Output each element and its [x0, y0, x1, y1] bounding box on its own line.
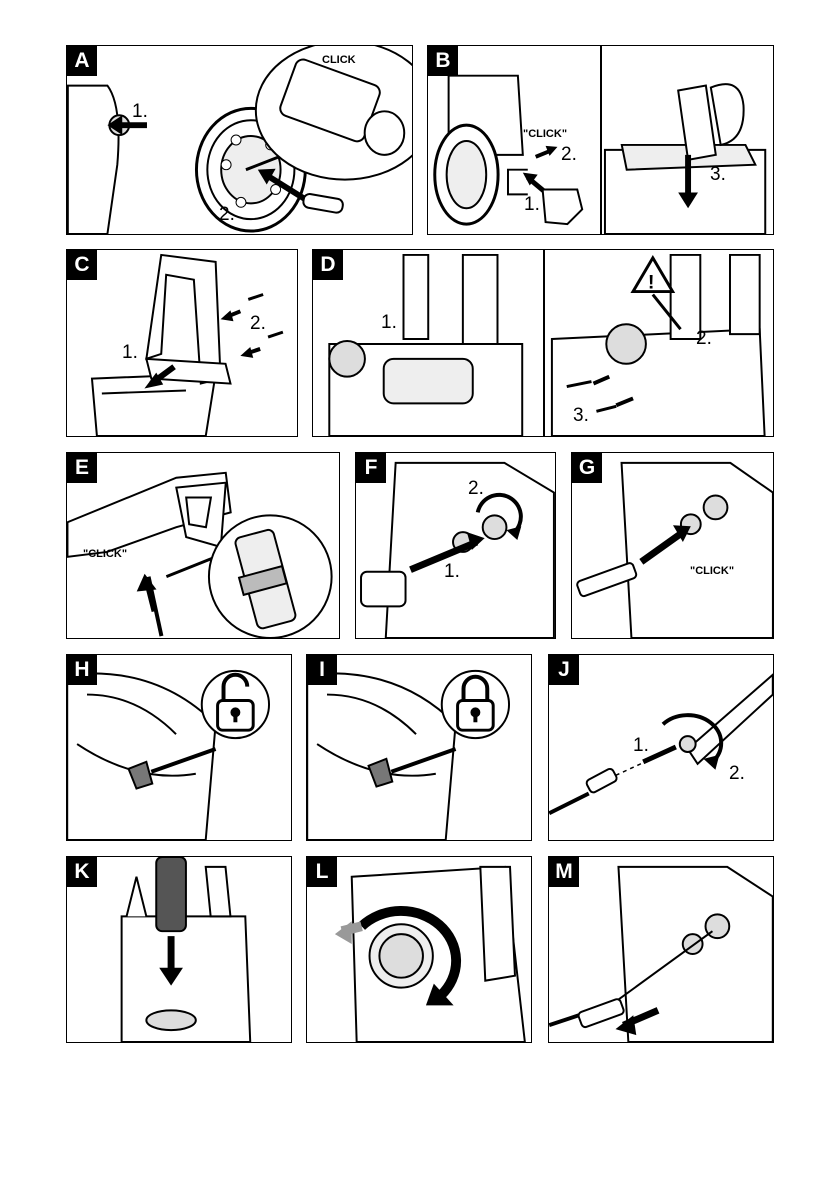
warning-triangle-icon: ! [630, 254, 682, 331]
gun-lock-illustration [67, 669, 271, 840]
step-1-label: 1. [524, 194, 540, 215]
click-label: "CLICK" [83, 548, 128, 560]
panel-letter-h: H [67, 655, 97, 685]
lock-closed-icon [456, 674, 495, 732]
panel-f: F 1. 2. [355, 452, 556, 639]
step-1-label: 1. [444, 561, 460, 582]
step-2-label: 2. [561, 144, 577, 165]
connection-illustration [360, 461, 555, 638]
arrow-icon [615, 396, 634, 408]
arrow-icon [409, 532, 485, 573]
svg-text:!: ! [648, 272, 655, 294]
lance-illustration [549, 673, 773, 816]
panel-letter-i: I [307, 655, 337, 685]
step-2-label: 2. [468, 478, 484, 499]
rotate-arrow-icon [661, 713, 724, 770]
step-1-label: 1. [132, 101, 148, 122]
click-label: "CLICK" [690, 565, 735, 577]
panel-letter-l: L [307, 857, 337, 887]
arrow-icon [534, 145, 558, 159]
arrow-icon [592, 374, 611, 386]
wheel-illustration [67, 46, 412, 234]
arrow-icon [107, 115, 147, 136]
panel-letter-m: M [549, 857, 579, 887]
arrow-icon [678, 154, 698, 209]
step-2-label: 2. [729, 763, 745, 784]
step-2-label: 2. [696, 328, 712, 349]
panel-l: L [306, 856, 532, 1043]
gun-lock-illustration [307, 669, 511, 840]
connection-illustration [576, 461, 773, 638]
wheel-illustration [433, 74, 767, 234]
panel-letter-f: F [356, 453, 386, 483]
step-1-label: 1. [633, 735, 649, 756]
panel-a: A 1. 2. CLICK [66, 45, 413, 235]
arrow-icon [257, 168, 312, 205]
rotate-arrow-icon [334, 906, 462, 1006]
step-3-label: 3. [573, 405, 589, 426]
panel-k: K [66, 856, 292, 1043]
arrow-icon [639, 525, 691, 565]
panel-e: E "CLICK" [66, 452, 340, 639]
panel-letter-b: B [428, 46, 458, 76]
disconnect-illustration [549, 865, 773, 1042]
step-2-label: 2. [219, 204, 235, 225]
click-label: CLICK [322, 54, 356, 66]
arrow-icon [615, 1007, 660, 1036]
panel-letter-e: E [67, 453, 97, 483]
arrow-icon [144, 364, 176, 389]
panel-d: D ! 1. 2. 3. [312, 249, 774, 437]
panel-h: H [66, 654, 292, 841]
detergent-illustration [120, 857, 252, 1042]
arrow-icon [220, 309, 242, 322]
step-2-label: 2. [250, 313, 266, 334]
arrow-icon [136, 573, 158, 613]
panel-c: C 1. 2. [66, 249, 298, 437]
arrow-icon [642, 744, 677, 765]
panel-letter-j: J [549, 655, 579, 685]
step-3-label: 3. [710, 164, 726, 185]
knob-illustration [334, 865, 526, 1042]
gun-illustration [67, 471, 333, 638]
panel-g: G "CLICK" [571, 452, 774, 639]
panel-letter-c: C [67, 250, 97, 280]
panel-m: M [548, 856, 774, 1043]
panel-letter-g: G [572, 453, 602, 483]
step-1-label: 1. [381, 312, 397, 333]
arrow-icon [240, 346, 261, 358]
click-label: "CLICK" [523, 128, 568, 140]
rotate-arrow-icon [475, 492, 523, 541]
panel-j: J 1. 2. [548, 654, 774, 841]
panel-b: B "CLICK" 1. 2. 3. [427, 45, 774, 235]
panel-i: I [306, 654, 532, 841]
machine-illustration: ! [328, 253, 766, 436]
arrow-icon [159, 936, 183, 986]
panel-letter-k: K [67, 857, 97, 887]
step-1-label: 1. [122, 342, 138, 363]
lock-open-icon [216, 672, 255, 732]
panel-letter-d: D [313, 250, 343, 280]
handle-illustration [90, 253, 284, 436]
panel-letter-a: A [67, 46, 97, 76]
